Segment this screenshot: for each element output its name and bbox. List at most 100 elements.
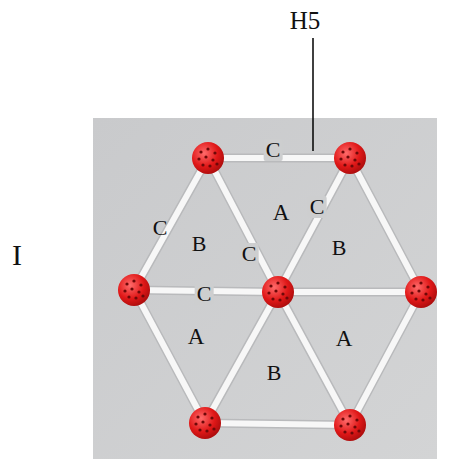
ball-hole xyxy=(213,151,216,154)
red-ball xyxy=(262,276,294,308)
ball-hole xyxy=(283,285,286,288)
ball-hole xyxy=(343,163,346,166)
ball-hole xyxy=(343,430,346,433)
rod-shadow xyxy=(278,292,350,425)
ball-hole xyxy=(139,283,142,286)
ball-body xyxy=(192,142,224,174)
rod-shadow xyxy=(278,158,350,292)
white-rod xyxy=(278,289,421,295)
ball-body xyxy=(334,142,366,174)
red-ball xyxy=(189,407,221,439)
ball-hole xyxy=(421,298,424,301)
rod-shadow xyxy=(208,158,278,292)
white-rod xyxy=(350,292,421,425)
ball-hole xyxy=(281,292,284,295)
ball-hole xyxy=(271,297,274,300)
ball-hole xyxy=(339,424,342,427)
white-rod xyxy=(134,290,205,423)
ball-body xyxy=(262,276,294,308)
ball-hole xyxy=(127,295,130,298)
region-label: B xyxy=(267,362,282,384)
ball-hole xyxy=(208,423,211,426)
figure-label: I xyxy=(12,240,22,270)
ball-hole xyxy=(276,281,279,284)
rods xyxy=(134,158,421,425)
region-label: A xyxy=(188,325,205,348)
ball-hole xyxy=(350,431,353,434)
edge-label: C xyxy=(195,283,214,305)
ball-hole xyxy=(357,162,360,165)
white-rod xyxy=(134,158,208,290)
ball-body xyxy=(405,276,437,308)
ball-hole xyxy=(353,158,356,161)
ball-hole xyxy=(198,428,201,431)
edge-label: C xyxy=(264,139,283,161)
red-ball xyxy=(118,274,150,306)
ball-hole xyxy=(201,420,204,423)
ball-hole xyxy=(123,289,126,292)
red-ball xyxy=(334,409,366,441)
ball-hole xyxy=(125,282,128,285)
ball-hole xyxy=(199,150,202,153)
rod-shadow xyxy=(205,423,350,425)
ball-hole xyxy=(339,157,342,160)
ball-hole xyxy=(357,429,360,432)
edge-label: C xyxy=(153,217,168,239)
ball-hole xyxy=(341,150,344,153)
ball-hole xyxy=(215,162,218,165)
ball-hole xyxy=(208,164,211,167)
ball-hole xyxy=(355,418,358,421)
ball-hole xyxy=(130,287,133,290)
rod-shadow xyxy=(205,292,278,423)
rod-shadow xyxy=(350,158,421,292)
ball-body xyxy=(118,274,150,306)
ball-hole xyxy=(417,289,420,292)
ball-hole xyxy=(412,284,415,287)
ball-hole xyxy=(267,291,270,294)
ball-hole xyxy=(205,429,208,432)
white-rod xyxy=(205,423,350,425)
ball-hole xyxy=(211,158,214,161)
edge-label: C xyxy=(308,196,327,218)
ball-hole xyxy=(410,291,413,294)
rod-shadow xyxy=(278,288,421,297)
ball-hole xyxy=(196,415,199,418)
ball-hole xyxy=(137,290,140,293)
ball-hole xyxy=(132,279,135,282)
ball-hole xyxy=(201,163,204,166)
red-ball xyxy=(192,142,224,174)
ball-hole xyxy=(348,147,351,150)
ball-hole xyxy=(350,164,353,167)
ball-hole xyxy=(141,294,144,297)
ball-hole xyxy=(355,151,358,154)
region-label: B xyxy=(192,233,207,255)
edge-label: C xyxy=(240,243,259,265)
region-label: B xyxy=(332,237,347,259)
ball-body xyxy=(189,407,221,439)
ball-hole xyxy=(348,414,351,417)
white-rod xyxy=(208,158,278,292)
ball-hole xyxy=(212,427,215,430)
photo-ground xyxy=(93,118,437,459)
ball-hole xyxy=(274,289,277,292)
ball-hole xyxy=(424,292,427,295)
ball-hole xyxy=(278,298,281,301)
white-rod xyxy=(205,292,278,423)
ball-hole xyxy=(194,422,197,425)
rod-shadow xyxy=(134,290,205,423)
ball-hole xyxy=(414,297,417,300)
connector-balls xyxy=(118,142,437,441)
ball-hole xyxy=(134,296,137,299)
ball-hole xyxy=(204,155,207,158)
white-rod xyxy=(278,158,350,292)
leader-line xyxy=(312,38,314,151)
ball-body xyxy=(334,409,366,441)
region-label: A xyxy=(273,201,290,224)
rod-shadow xyxy=(134,158,208,290)
ball-hole xyxy=(346,422,349,425)
ball-hole xyxy=(346,155,349,158)
ball-hole xyxy=(203,412,206,415)
ball-hole xyxy=(426,285,429,288)
